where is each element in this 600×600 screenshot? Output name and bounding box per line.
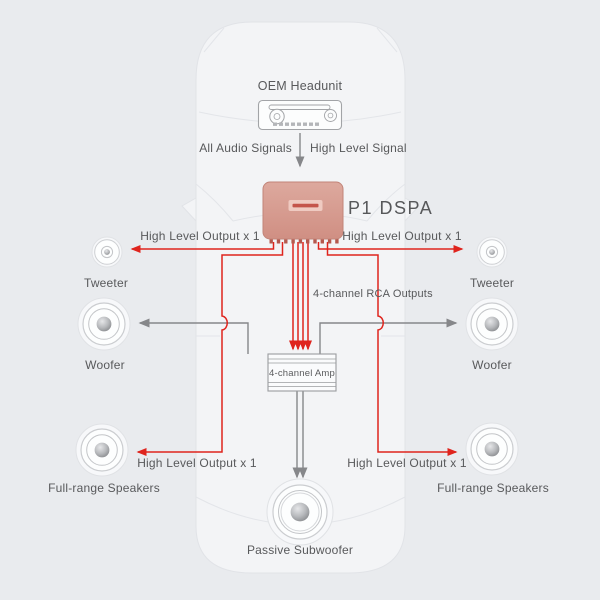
- dsp-brand-badge: [288, 200, 323, 211]
- wire-dsp-to-left-fullrange: [136, 242, 284, 456]
- wire-dsp-to-left-tweeter: [130, 242, 275, 253]
- rca-outputs-label: 4-channel RCA Outputs: [313, 288, 433, 300]
- car-mirror-left: [181, 197, 197, 223]
- dsp-name-label: P1 DSPA: [348, 198, 434, 218]
- amp-unit: [267, 353, 337, 392]
- fullrange-left-label: Full-range Speakers: [48, 481, 160, 495]
- fullrange-right-label: Full-range Speakers: [437, 481, 549, 495]
- all-audio-signals-label: All Audio Signals: [199, 141, 292, 155]
- car-mirror-right: [404, 197, 420, 223]
- dsp-pins: [269, 238, 339, 244]
- subwoofer-icon: [266, 478, 334, 546]
- tweeter-left-label: Tweeter: [83, 276, 129, 290]
- fullrange-left-icon: [75, 423, 129, 477]
- woofer-left-label: Woofer: [85, 358, 125, 372]
- high-level-output-bottom-left-label: High Level Output x 1: [137, 456, 257, 470]
- high-level-output-top-right-label: High Level Output x 1: [342, 229, 462, 243]
- wires-red: [130, 242, 464, 456]
- wire-dsp-to-right-fullrange: [326, 242, 458, 456]
- car-outline: [181, 21, 420, 574]
- wire-amp-to-left-woofer: [138, 318, 249, 354]
- high-level-output-top-left-label: High Level Output x 1: [140, 229, 260, 243]
- wire-amp-to-right-woofer: [319, 318, 458, 354]
- high-level-signal-label: High Level Signal: [310, 141, 407, 155]
- headunit-icon: [257, 99, 343, 131]
- woofer-right-label: Woofer: [472, 358, 512, 372]
- tweeter-right-label: Tweeter: [469, 276, 515, 290]
- tweeter-left-icon: [91, 236, 123, 268]
- subwoofer-label: Passive Subwoofer: [246, 543, 354, 557]
- dsp-unit: [262, 181, 344, 244]
- tweeter-right-icon: [476, 236, 508, 268]
- amp-name-label: 4-channel Amp: [269, 368, 335, 379]
- woofer-left-icon: [77, 297, 131, 351]
- high-level-output-bottom-right-label: High Level Output x 1: [347, 456, 467, 470]
- woofer-right-icon: [465, 297, 519, 351]
- wires-gray: [138, 133, 458, 479]
- wire-dsp-to-right-tweeter: [317, 242, 464, 253]
- fullrange-right-icon: [465, 422, 519, 476]
- headunit-label: OEM Headunit: [257, 79, 343, 93]
